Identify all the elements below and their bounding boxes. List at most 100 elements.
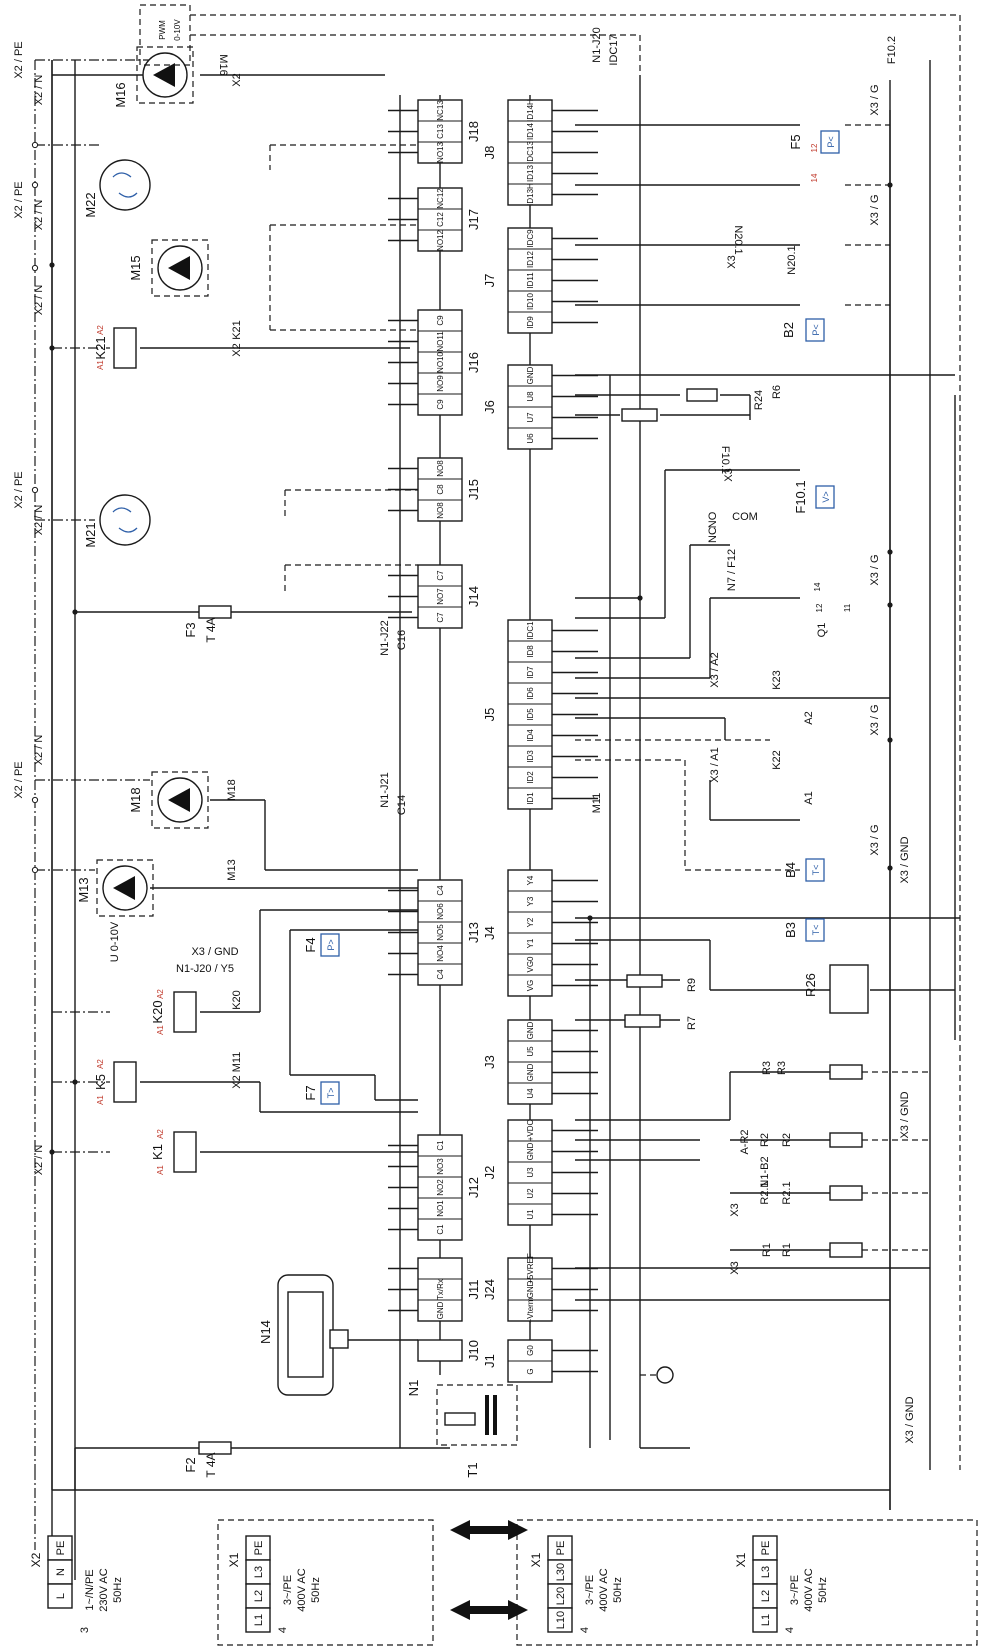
- connector-body: [507, 1257, 553, 1322]
- text-label-x3gnd: X3 / GND: [899, 836, 911, 883]
- connector-body: [417, 1257, 463, 1322]
- pwm-label: PWM: [158, 20, 167, 40]
- connector-label-j4: J4: [482, 926, 497, 940]
- text-label-x2n: X2 / N: [33, 1145, 45, 1176]
- fuse-rating: T 4A: [204, 1452, 218, 1477]
- pin-label-no7: NO7: [436, 588, 445, 605]
- pin-label-u4: U4: [526, 1088, 535, 1099]
- pin-label-no8: NO8: [436, 460, 445, 477]
- t1-frame: [436, 1384, 518, 1446]
- junction-dot: [49, 1149, 55, 1155]
- panel-ref: 4: [277, 1627, 289, 1633]
- pin-label-+vterm: +Vterm: [526, 1297, 535, 1323]
- analog-label: 0-10V: [173, 19, 182, 41]
- junction-dot: [887, 182, 893, 188]
- transformer-t1: [436, 1384, 518, 1446]
- terminal-block: [752, 1535, 778, 1561]
- coil-pin-a1t: A1: [156, 1165, 165, 1175]
- component-label-n1: N1: [406, 1380, 421, 1397]
- text-label-x3: X3: [729, 1203, 741, 1216]
- terminal-block: [547, 1535, 573, 1561]
- panel-spec-line: 50Hz: [817, 1577, 829, 1603]
- terminal-block: [752, 1583, 778, 1609]
- text-label-x2n: X2 / N: [33, 505, 45, 536]
- switch-b4: T<: [805, 858, 825, 882]
- pin-label-no12: NO12: [436, 230, 445, 251]
- text-label-x2pe: X2 / PE: [13, 181, 25, 218]
- text-label-x3gnd: X3 / GND: [191, 946, 238, 958]
- text-label-r2: R2: [781, 1133, 793, 1147]
- text-label-x2n: X2 / N: [33, 75, 45, 106]
- terminal-block: [245, 1607, 271, 1633]
- pin-label-no10: NO10: [436, 352, 445, 373]
- text-label-x3gnd: X3 / GND: [904, 1396, 916, 1443]
- q1-pin-14: 14: [813, 582, 822, 591]
- text-label-x3g: X3 / G: [869, 194, 881, 225]
- n14-screen: [287, 1291, 324, 1378]
- relay-k5: [113, 1061, 137, 1103]
- component-label-t1: T1: [465, 1462, 480, 1477]
- text-label-q1: Q1: [816, 623, 828, 638]
- double-arrow-icon: [450, 1600, 528, 1620]
- relay-coil: [113, 1061, 137, 1103]
- pin-label-gnd: GND: [526, 1021, 535, 1039]
- text-label-nc: NC: [707, 527, 719, 543]
- terminal-ring: [31, 264, 39, 272]
- text-label-r9: R9: [686, 978, 698, 992]
- pin-label-y3: Y3: [526, 896, 535, 906]
- terminal-ring: [31, 486, 39, 494]
- text-label-r2: R2: [759, 1133, 771, 1147]
- text-label-c16: C16: [396, 630, 408, 650]
- connector-label-j6: J6: [482, 400, 497, 414]
- text-label-no: NO: [707, 511, 719, 528]
- terminal-block: [47, 1535, 73, 1561]
- text-label-x2n: X2 / N: [33, 200, 45, 231]
- panel-spec-line: 50Hz: [310, 1577, 322, 1603]
- pin-label-id11: ID11: [526, 272, 535, 289]
- panel-spec-line: 3~/PE: [584, 1575, 596, 1605]
- text-label-k23: K23: [771, 670, 783, 690]
- connector-label-j17: J17: [466, 209, 481, 230]
- coil-pin-a2t: A2: [156, 989, 165, 999]
- connector-label-j1: J1: [482, 1354, 497, 1368]
- connector-label-j7: J7: [482, 274, 497, 288]
- connector-label-j24: J24: [482, 1279, 497, 1300]
- coil-pin-a1t: A1: [96, 360, 105, 370]
- component-label-m22: M22: [83, 192, 98, 217]
- pin-label-no6: NO6: [436, 903, 445, 920]
- component-label-r26: R26: [803, 973, 818, 997]
- pin-label-idc9: IDC9: [526, 229, 535, 248]
- text-label-u010: U 0-10V: [109, 921, 121, 962]
- text-label-x3a2: X3 / A2: [709, 652, 721, 687]
- text-label-x3: X3: [723, 468, 735, 481]
- pin-label-id7: ID7: [526, 666, 535, 679]
- panel-device-label: X1: [227, 1552, 241, 1567]
- terminal-block: [547, 1607, 573, 1633]
- text-label-n1j20: N1-J20: [591, 27, 603, 62]
- q1-pin-11: 11: [843, 603, 852, 612]
- panel-spec-line: 400V AC: [296, 1568, 308, 1611]
- pin-label-id6: ID6: [526, 687, 535, 700]
- resistor-r7: [624, 1014, 661, 1028]
- text-label-ar2: A-R2: [739, 1129, 751, 1154]
- terminal-l3: L3: [760, 1566, 772, 1578]
- pin-label-id4: ID4: [526, 729, 535, 742]
- text-label-k20w: K20: [231, 990, 243, 1010]
- component-label-f3: F3: [183, 622, 198, 637]
- fan-circle: [99, 159, 151, 211]
- text-label-f101: F10.1: [719, 446, 731, 474]
- pin-label-c7: C7: [436, 570, 445, 581]
- component-label-f5: F5: [788, 134, 803, 149]
- pin-label-id13h: ID13H: [526, 183, 535, 206]
- switch-box: [805, 918, 825, 942]
- pump-m15: [151, 239, 209, 297]
- panel-device-label: X1: [734, 1552, 748, 1567]
- fan-circle: [99, 494, 151, 546]
- terminal-n: N: [55, 1568, 67, 1576]
- relay-k20: [173, 991, 197, 1033]
